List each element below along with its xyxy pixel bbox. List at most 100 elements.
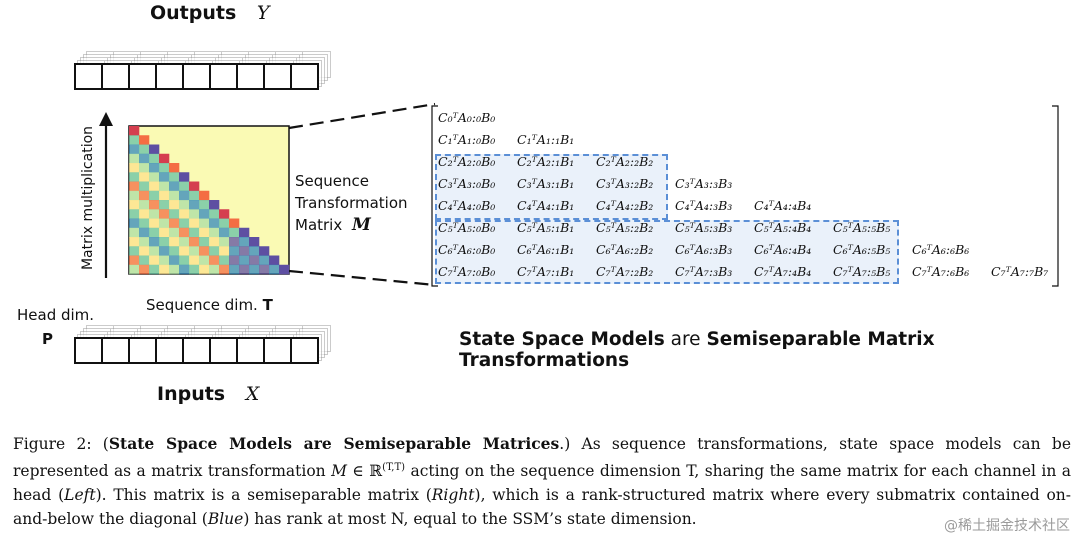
heatmap-cell xyxy=(139,144,150,155)
heatmap-cell xyxy=(189,209,200,219)
heatmap-cell xyxy=(239,255,250,266)
heatmap-cell xyxy=(199,190,210,201)
sequence-dim-symbol: T xyxy=(262,296,273,314)
heatmap-cell xyxy=(249,264,260,275)
tensor-cell xyxy=(74,337,103,364)
heatmap-cell xyxy=(199,209,210,219)
caption-text-4: ), which is a rank-structured matrix whe… xyxy=(13,486,1071,529)
matrix-entry: C₄ᵀA₄:₄B₄ xyxy=(754,198,812,213)
heatmap-cell xyxy=(149,190,160,201)
zoom-dashed-lines xyxy=(288,102,436,287)
heatmap-cell xyxy=(209,227,220,238)
tensor-cell xyxy=(209,63,238,90)
matrix-entry: C₄ᵀA₄:₃B₃ xyxy=(675,198,733,213)
matrix-entry: C₄ᵀA₄:₂B₂ xyxy=(596,198,654,213)
heatmap-cell xyxy=(149,163,160,173)
heatmap-cell xyxy=(139,190,150,201)
highlight-block-upper xyxy=(435,154,668,220)
matrix-entry: C₃ᵀA₃:₁B₁ xyxy=(517,176,575,191)
heatmap-cell xyxy=(139,172,150,182)
heatmap-cell xyxy=(129,144,140,155)
caption-title: State Space Models are Semiseparable Mat… xyxy=(108,434,560,453)
heatmap-cell xyxy=(139,246,150,256)
heatmap-cell xyxy=(219,218,230,229)
heatmap-cell xyxy=(149,255,160,266)
sequence-matrix-heatmap xyxy=(128,125,290,275)
heatmap-cell xyxy=(249,246,260,256)
heatmap-cell xyxy=(209,264,220,275)
heatmap-cell xyxy=(139,200,150,210)
heatmap-cell xyxy=(159,209,170,219)
matrix-entry: C₄ᵀA₄:₀B₀ xyxy=(438,198,496,213)
heatmap-cell xyxy=(199,218,210,229)
heatmap-cell xyxy=(149,200,160,210)
headline-part1: State Space Models xyxy=(459,329,665,350)
head-dim-symbol: P xyxy=(42,330,53,348)
caption-prefix: Figure 2: ( xyxy=(13,435,109,453)
heatmap-cell xyxy=(189,246,200,256)
heatmap-cell xyxy=(239,227,250,238)
matrix-entry: C₂ᵀA₂:₁B₁ xyxy=(517,154,575,169)
heatmap-cell xyxy=(229,237,240,247)
heatmap-cell xyxy=(229,255,240,266)
outputs-text: Outputs xyxy=(150,2,237,24)
heatmap-cell xyxy=(209,237,220,247)
heatmap-cell xyxy=(179,255,190,266)
matrix-brackets xyxy=(431,105,1059,287)
heatmap-cell xyxy=(239,246,250,256)
inputs-label: Inputs X xyxy=(157,383,259,405)
heatmap-cell xyxy=(129,237,140,247)
matrix-entry: C₆ᵀA₆:₀B₀ xyxy=(438,242,496,257)
heatmap-cell xyxy=(229,227,240,238)
heatmap-cell xyxy=(159,172,170,182)
heatmap-cell xyxy=(149,237,160,247)
matrix-entry: C₆ᵀA₆:₆B₆ xyxy=(912,242,970,257)
heatmap-cell xyxy=(139,237,150,247)
caption-math-m: M xyxy=(331,462,347,481)
heatmap-cell xyxy=(169,255,180,266)
matrix-entry: C₅ᵀA₅:₃B₃ xyxy=(675,220,733,235)
heatmap-cell xyxy=(129,218,140,229)
output-tensor xyxy=(74,48,344,98)
tensor-cell xyxy=(236,337,265,364)
heatmap-cell xyxy=(139,218,150,229)
matrix-entry: C₆ᵀA₆:₂B₂ xyxy=(596,242,654,257)
tensor-cell xyxy=(101,63,130,90)
matrix-entry: C₂ᵀA₂:₀B₀ xyxy=(438,154,496,169)
caption-math-in: ∈ ℝ xyxy=(346,462,383,481)
heatmap-cell xyxy=(139,255,150,266)
tensor-cell xyxy=(128,63,157,90)
watermark: @稀土掘金技术社区 xyxy=(944,518,1070,534)
heatmap-cell xyxy=(219,255,230,266)
heatmap-cell xyxy=(189,264,200,275)
heatmap-cell xyxy=(129,153,140,164)
heatmap-cell xyxy=(159,200,170,210)
matrix-entry: C₅ᵀA₅:₁B₁ xyxy=(517,220,575,235)
tensor-cell xyxy=(128,337,157,364)
heatmap-cell xyxy=(189,218,200,229)
tensor-cell xyxy=(155,63,184,90)
heatmap-cell xyxy=(199,200,210,210)
heatmap-cell xyxy=(139,181,150,192)
outputs-label: Outputs Y xyxy=(150,2,269,24)
matrix-entry: C₅ᵀA₅:₄B₄ xyxy=(754,220,812,235)
heatmap-cell xyxy=(139,209,150,219)
heatmap-cell xyxy=(129,209,140,219)
heatmap-cell xyxy=(169,200,180,210)
matrix-entry: C₇ᵀA₇:₂B₂ xyxy=(596,264,654,279)
headline-part3: Semiseparable Matrix Transformations xyxy=(459,329,935,371)
sequence-dim-text: Sequence dim. xyxy=(146,296,258,314)
heatmap-cell xyxy=(159,255,170,266)
matrix-label: Sequence Transformation Matrix M xyxy=(295,170,408,236)
heatmap-cell xyxy=(129,163,140,173)
heatmap-cell xyxy=(269,255,280,266)
heatmap-cell xyxy=(129,126,140,136)
heatmap-cell xyxy=(169,209,180,219)
heatmap-cell xyxy=(219,227,230,238)
tensor-cell xyxy=(182,63,211,90)
matrix-entry: C₁ᵀA₁:₁B₁ xyxy=(517,132,575,147)
heatmap-cell xyxy=(149,172,160,182)
matrix-label-symbol: M xyxy=(352,215,371,235)
matrix-label-line2: Transformation xyxy=(295,194,408,212)
